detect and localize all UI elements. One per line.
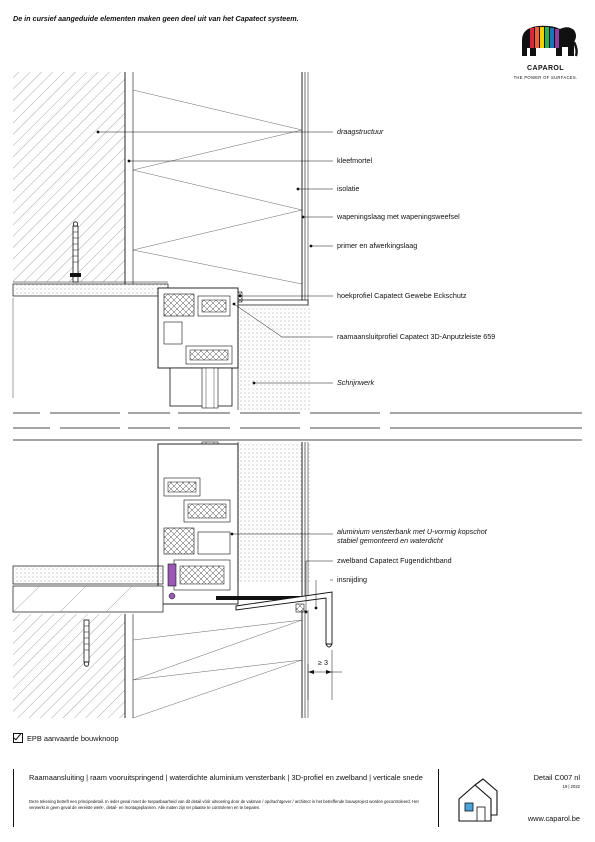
anchor-bottom bbox=[83, 619, 90, 667]
checkbox-icon bbox=[13, 733, 23, 743]
label-adhesive-mortar: kleefmortel bbox=[337, 156, 373, 165]
break-lines bbox=[13, 412, 582, 441]
house-icon bbox=[453, 777, 501, 823]
footer-divider-right bbox=[438, 769, 439, 827]
window-frame-top bbox=[157, 287, 239, 407]
label-aluminium-sill: aluminium vensterbank met U-vormig kopsc… bbox=[337, 527, 487, 536]
epb-approval: EPB aanvaarde bouwknoop bbox=[13, 733, 119, 743]
lower-bearing-wall bbox=[13, 610, 309, 719]
lintel-slab bbox=[12, 281, 169, 398]
header-note: De in cursief aangeduide elementen maken… bbox=[13, 14, 299, 23]
corner-profile-top bbox=[233, 291, 309, 306]
dimension-label: ≥ 3 bbox=[318, 658, 328, 667]
render-layer-top bbox=[237, 305, 310, 410]
anchor-top bbox=[70, 221, 81, 283]
footer-title: Raamaansluiting | raam vooruitspringend … bbox=[29, 773, 423, 782]
label-primer-finish: primer en afwerkingslaag bbox=[337, 241, 418, 250]
footer-divider-left bbox=[13, 769, 14, 827]
epb-label: EPB aanvaarde bouwknoop bbox=[27, 733, 119, 743]
detail-code: 19 | 2022 bbox=[562, 784, 580, 789]
brand-name: CAPAROL bbox=[527, 65, 564, 72]
dimension-marker bbox=[307, 650, 342, 700]
footer-title-block: Raamaansluiting | raam vooruitspringend … bbox=[13, 769, 583, 827]
detail-number: Detail C007 nl bbox=[533, 773, 580, 782]
glass-pane-top bbox=[201, 367, 219, 409]
label-corner-profile: hoekprofiel Capatect Gewebe Eckschutz bbox=[337, 291, 467, 300]
elephant-logo-icon bbox=[522, 25, 578, 57]
aluminium-window-sill bbox=[216, 591, 333, 648]
label-incision: insnijding bbox=[337, 575, 367, 584]
footer-disclaimer: Deze tekening betreft een principedetail… bbox=[29, 799, 419, 810]
leader-lines bbox=[98, 131, 333, 612]
label-sill-mounting: stabiel gemonteerd en waterdicht bbox=[337, 536, 443, 545]
label-reinforcement-layer: wapeningslaag met wapeningsweefsel bbox=[337, 212, 460, 221]
label-window-connection-profile: raamaansluitprofiel Capatect 3D-Anputzle… bbox=[337, 332, 496, 341]
sealing-tape bbox=[167, 563, 177, 600]
brand-tagline: THE POWER OF SURFACES. bbox=[513, 75, 578, 80]
label-insulation: isolatie bbox=[337, 184, 360, 193]
upper-bearing-wall bbox=[13, 72, 134, 284]
caparol-logo: CAPAROL THE POWER OF SURFACES. bbox=[508, 20, 583, 82]
render-layer-bottom bbox=[237, 442, 310, 600]
label-bearing-structure: draagstructuur bbox=[337, 127, 384, 136]
label-joinery: Schrijnwerk bbox=[337, 378, 375, 387]
leader-dots bbox=[96, 130, 318, 614]
upper-insulation bbox=[132, 72, 309, 305]
sill-slab bbox=[12, 565, 164, 613]
website-link[interactable]: www.caparol.be bbox=[527, 814, 580, 823]
label-sealing-tape: zwelband Capatect Fugendichtband bbox=[337, 556, 452, 565]
